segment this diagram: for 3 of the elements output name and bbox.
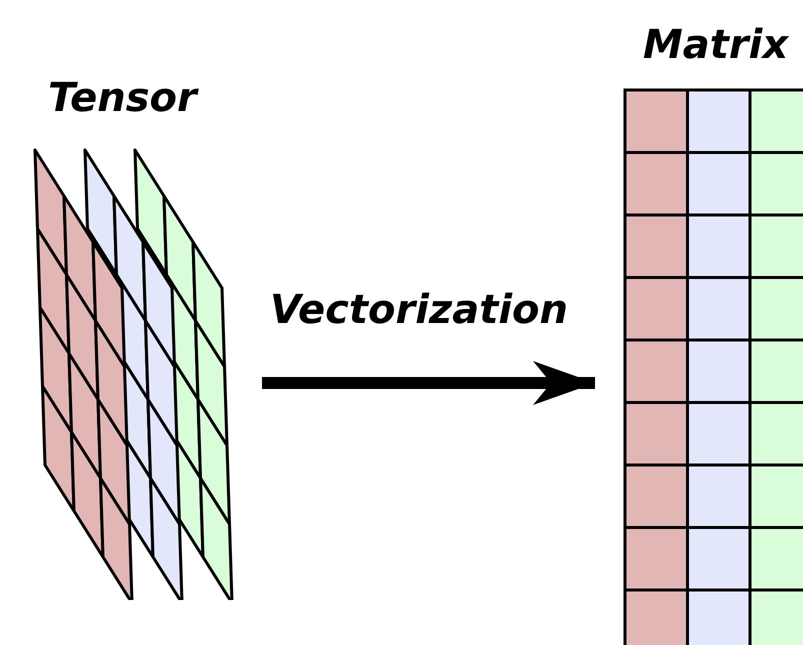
heading: Tensor — [48, 78, 197, 118]
heading: Matrix — [643, 25, 788, 65]
arrow — [262, 361, 595, 405]
